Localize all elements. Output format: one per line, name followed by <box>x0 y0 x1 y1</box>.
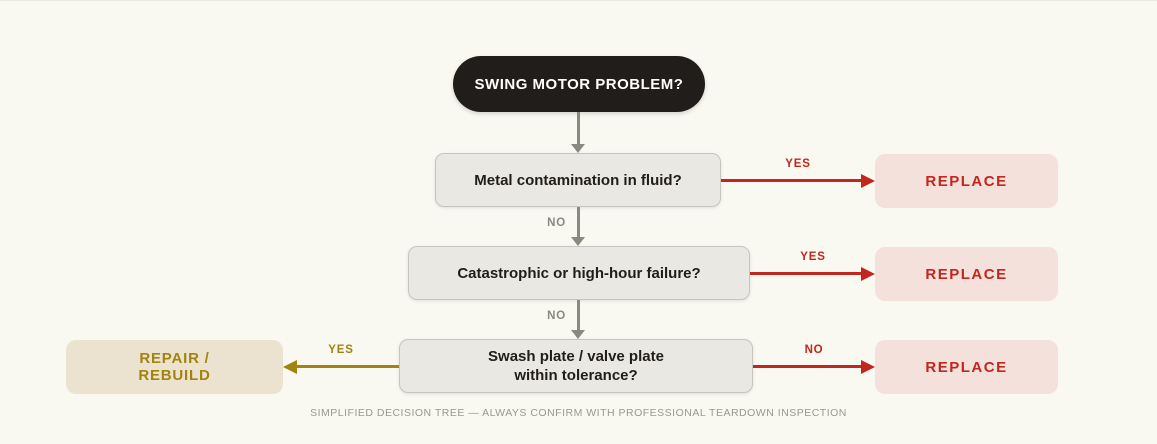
edge-label-d1-no: NO <box>547 217 566 229</box>
decision-question: Metal contamination in fluid? <box>474 171 682 189</box>
edge-label-d1-yes: YES <box>785 158 811 170</box>
outcome-label: REPLACE <box>925 358 1008 376</box>
connector-d2-to-d3 <box>577 300 580 331</box>
outcome-replace-3: REPLACE <box>875 340 1058 394</box>
outcome-repair-rebuild: REPAIR / REBUILD <box>66 340 283 394</box>
start-node-label: SWING MOTOR PROBLEM? <box>474 75 684 93</box>
edge-label-d2-yes: YES <box>800 251 826 263</box>
arrowhead-right-icon <box>861 173 875 188</box>
decision-question-line2: within tolerance? <box>514 367 638 384</box>
decision-node-catastrophic-failure: Catastrophic or high-hour failure? <box>408 246 750 300</box>
diagram-caption: SIMPLIFIED DECISION TREE — ALWAYS CONFIR… <box>310 407 847 419</box>
edge-label-d2-no: NO <box>547 310 566 322</box>
outcome-label: REPLACE <box>925 265 1008 283</box>
connector-start-to-d1 <box>577 112 580 145</box>
arrowhead-down-icon <box>571 144 585 153</box>
start-node: SWING MOTOR PROBLEM? <box>453 56 705 112</box>
edge-d3-no-line <box>753 365 863 368</box>
edge-label-d3-no: NO <box>804 344 824 356</box>
connector-d1-to-d2 <box>577 207 580 238</box>
edge-d3-yes-line <box>296 365 399 368</box>
edge-d1-yes-line <box>721 179 863 182</box>
arrowhead-left-icon <box>283 359 297 374</box>
arrowhead-right-icon <box>861 266 875 281</box>
outcome-replace-1: REPLACE <box>875 154 1058 208</box>
outcome-replace-2: REPLACE <box>875 247 1058 301</box>
decision-node-swash-plate-tolerance: Swash plate / valve plate within toleran… <box>399 339 753 393</box>
decision-node-metal-contamination: Metal contamination in fluid? <box>435 153 721 207</box>
edge-label-d3-yes: YES <box>328 344 354 356</box>
arrowhead-down-icon <box>571 237 585 246</box>
arrowhead-right-icon <box>861 359 875 374</box>
outcome-label-line2: REBUILD <box>138 367 211 384</box>
arrowhead-down-icon <box>571 330 585 339</box>
edge-d2-yes-line <box>750 272 863 275</box>
outcome-label-line1: REPAIR / <box>139 350 210 367</box>
outcome-label: REPLACE <box>925 172 1008 190</box>
decision-question-line1: Swash plate / valve plate <box>488 348 664 365</box>
decision-question: Catastrophic or high-hour failure? <box>457 264 701 282</box>
